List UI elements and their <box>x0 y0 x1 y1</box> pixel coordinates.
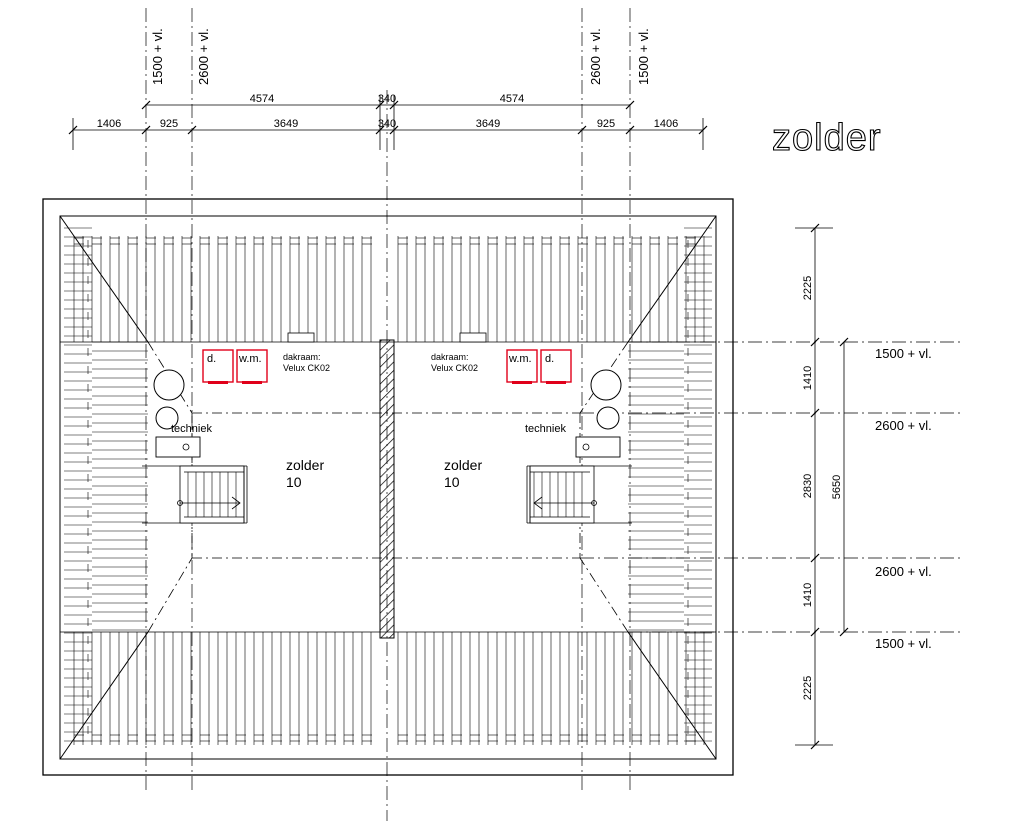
right-level-label-3: 2600 + vl. <box>875 564 932 579</box>
washer-box-right <box>506 349 538 383</box>
dim-right-5650: 5650 <box>831 475 843 499</box>
level-lines <box>580 341 960 633</box>
washer-label-left: w.m. <box>238 353 262 365</box>
dim-right-1410-bottom: 1410 <box>802 583 814 607</box>
dim-top-1406-left: 1406 <box>97 118 121 130</box>
right-level-label-1: 1500 + vl. <box>875 346 932 361</box>
sink-drain-left <box>182 443 190 451</box>
dim-top-4574-right: 4574 <box>500 93 524 105</box>
dim-top-340-a: 340 <box>378 93 396 105</box>
washer-foot-right <box>512 381 532 384</box>
dryer-box-left <box>202 349 234 383</box>
right-dimension-lines <box>795 227 845 746</box>
plan-frame <box>42 198 734 776</box>
skylight-note-left-1: dakraam: <box>283 352 321 362</box>
skylight-note-left-2: Velux CK02 <box>283 363 330 373</box>
dim-top-1406-right: 1406 <box>654 118 678 130</box>
dryer-box-right <box>540 349 572 383</box>
stair-right <box>526 465 632 524</box>
washer-box-left <box>236 349 268 383</box>
dim-right-2830: 2830 <box>802 474 814 498</box>
sink-drain-right <box>582 443 590 451</box>
top-level-label-2: 2600 + vl. <box>196 28 211 85</box>
dryer-label-right: d. <box>545 353 554 365</box>
axis-lines <box>145 8 631 821</box>
dim-right-2225-top: 2225 <box>802 276 814 300</box>
dim-top-3649-right: 3649 <box>476 118 500 130</box>
stair-left-treads <box>187 472 237 517</box>
skylight-left <box>287 332 315 343</box>
washer-foot-left <box>242 381 262 384</box>
top-level-label-3: 2600 + vl. <box>588 28 603 85</box>
roof-tiles <box>64 227 712 745</box>
stair-right-arrow <box>533 496 597 510</box>
top-level-label-1: 1500 + vl. <box>150 28 165 85</box>
room-name-left: zolder <box>286 457 324 473</box>
stair-right-treads <box>533 472 583 517</box>
top-dimension-lines <box>72 95 704 150</box>
skylight-right <box>459 332 487 343</box>
boiler-circle-right <box>590 369 622 401</box>
dim-right-1410-top: 1410 <box>802 366 814 390</box>
left-unit: d. w.m. dakraam: Velux CK02 techniek zol… <box>142 332 330 524</box>
techniek-label-right: techniek <box>525 423 566 435</box>
dim-top-3649-left: 3649 <box>274 118 298 130</box>
dryer-foot-right <box>546 381 566 384</box>
dim-top-925-right: 925 <box>597 118 615 130</box>
skylight-note-right-1: dakraam: <box>431 352 469 362</box>
roof-hip-lines <box>59 215 717 760</box>
room-number-left: 10 <box>286 474 302 490</box>
right-level-label-2: 2600 + vl. <box>875 418 932 433</box>
dim-top-4574-left: 4574 <box>250 93 274 105</box>
right-unit: w.m. d. dakraam: Velux CK02 techniek zol… <box>431 332 632 524</box>
washer-label-right: w.m. <box>508 353 532 365</box>
stair-left-arrow <box>177 496 241 510</box>
techniek-label-left: techniek <box>171 423 212 435</box>
top-dimension-ticks <box>68 100 708 135</box>
roof-outline <box>59 215 717 760</box>
tank-circle-left <box>155 406 179 430</box>
tank-circle-right <box>596 406 620 430</box>
dryer-label-left: d. <box>207 353 216 365</box>
room-number-right: 10 <box>444 474 460 490</box>
top-level-label-4: 1500 + vl. <box>636 28 651 85</box>
skylight-note-right-2: Velux CK02 <box>431 363 478 373</box>
dryer-foot-left <box>208 381 228 384</box>
right-dimension-ticks <box>810 223 849 750</box>
right-level-label-4: 1500 + vl. <box>875 636 932 651</box>
dim-right-2225-bottom: 2225 <box>802 676 814 700</box>
dim-top-925-left: 925 <box>160 118 178 130</box>
room-name-right: zolder <box>444 457 482 473</box>
sink-right <box>575 436 621 458</box>
dim-top-340-b: 340 <box>378 118 396 130</box>
sink-left <box>155 436 201 458</box>
boiler-circle-left <box>153 369 185 401</box>
drawing-title: zolder <box>772 117 882 159</box>
